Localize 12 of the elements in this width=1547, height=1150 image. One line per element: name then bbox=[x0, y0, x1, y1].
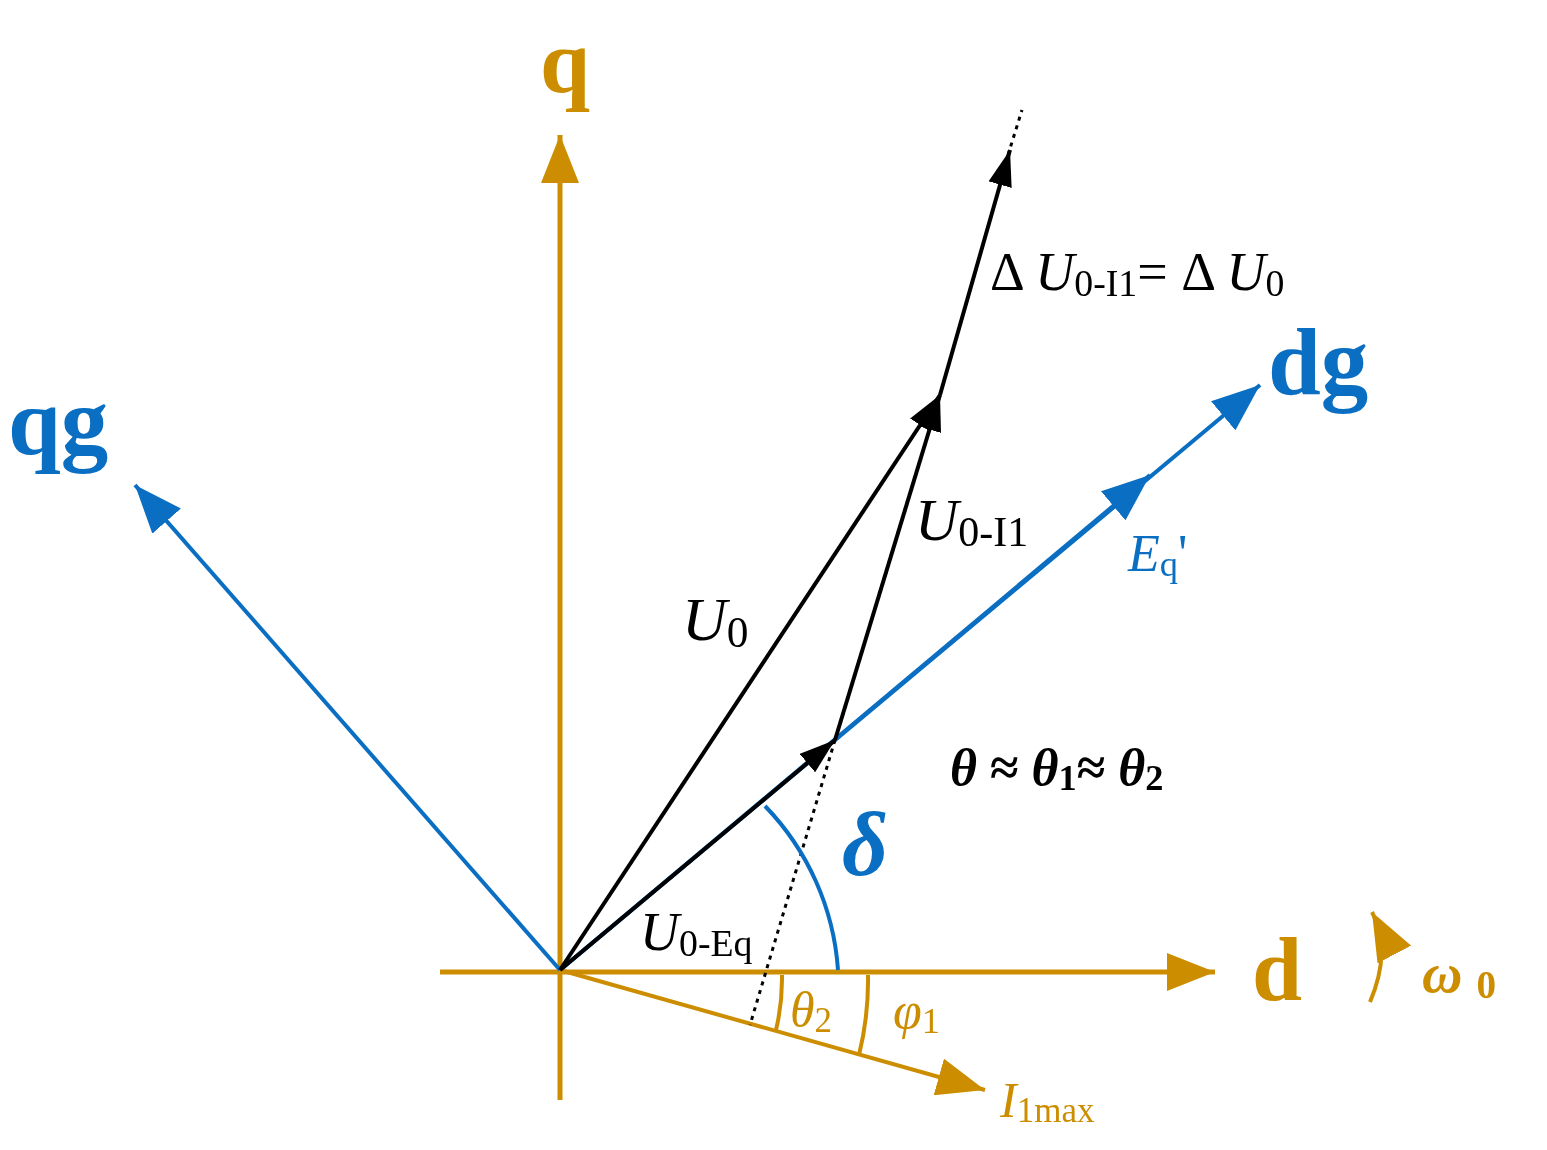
angle-label: δ bbox=[842, 800, 889, 890]
axis-label: d bbox=[1252, 925, 1303, 1015]
rotation-label: ω $_{0}$ bbox=[1422, 945, 1497, 1005]
phasor-label: U$_{0-Eq}$ bbox=[640, 905, 753, 963]
angle-label: φ$_{1}$ bbox=[893, 985, 940, 1040]
phasor-label: U$_{0-I1}$ bbox=[915, 490, 1029, 554]
phasor-label: I$_{1max}$ bbox=[1000, 1075, 1095, 1129]
equation-label: θ ≈ θ$_{1}$≈ θ$_{2}$ bbox=[950, 742, 1164, 797]
equation-label: Δ U$_{0-I1}$= Δ U$_{0}$ bbox=[990, 245, 1285, 303]
phasor-label: U$_{0}$ bbox=[682, 588, 749, 654]
phasor-label: E$_{q}$' bbox=[1128, 528, 1188, 583]
angle-label: θ$_{2}$ bbox=[790, 985, 833, 1039]
